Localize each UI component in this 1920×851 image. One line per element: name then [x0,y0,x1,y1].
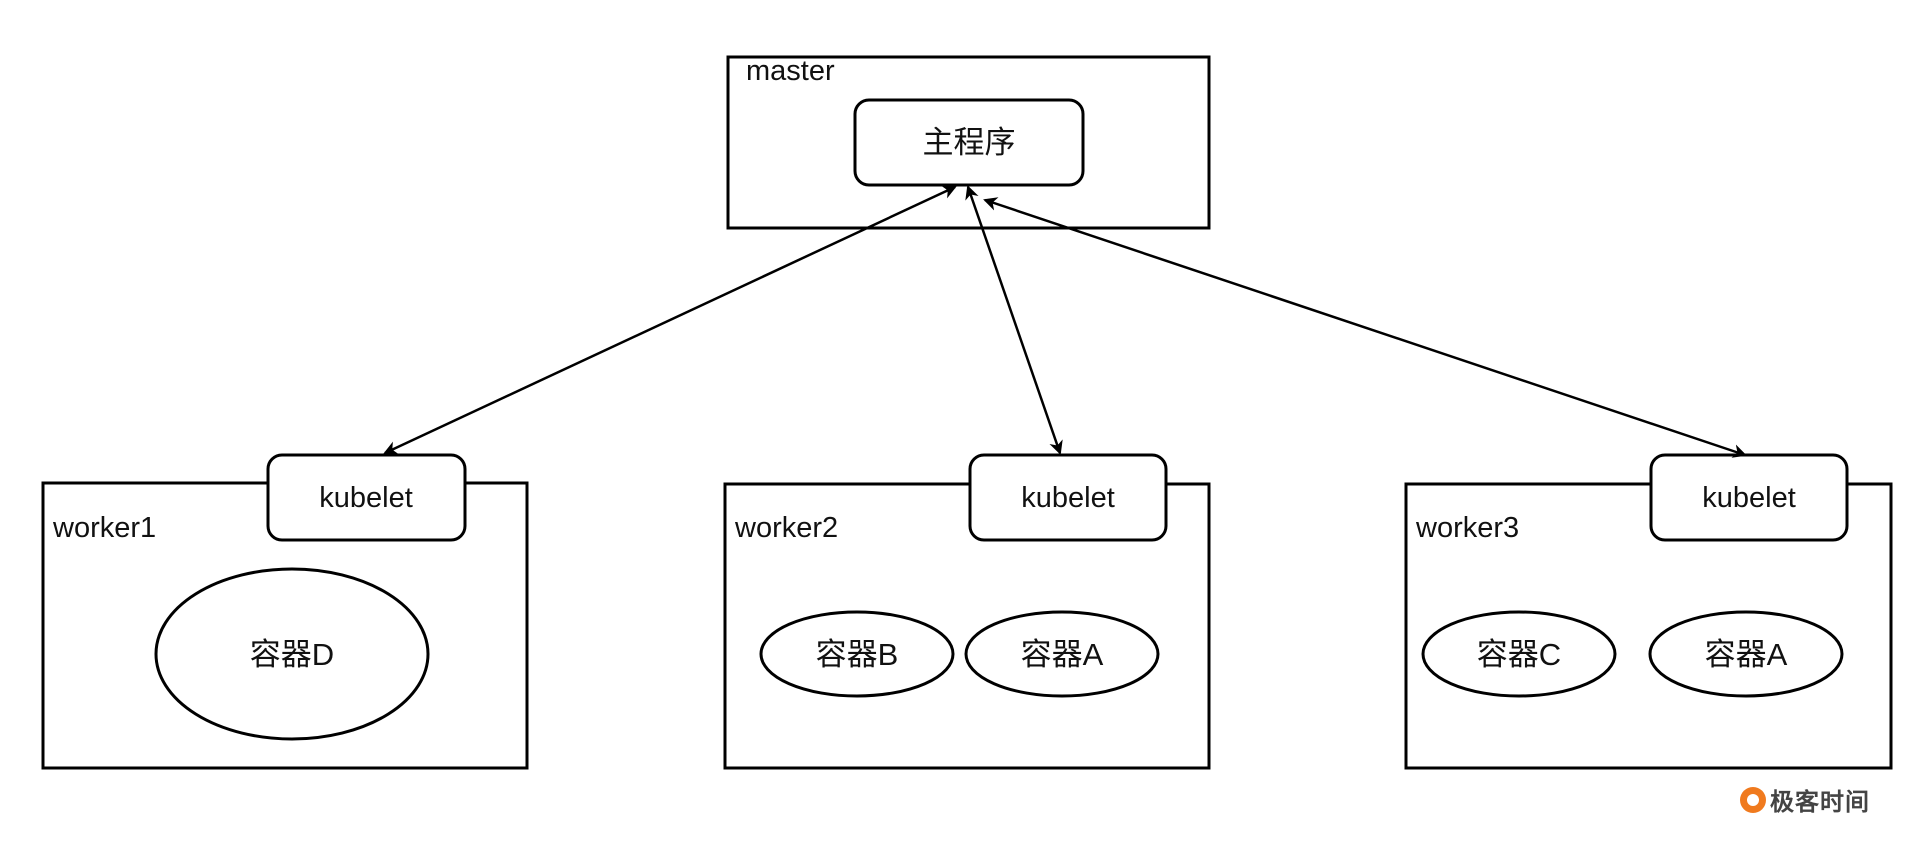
master-node: master 主程序 [726,55,1211,230]
watermark-logo: 极客时间 [1740,782,1870,817]
container-c-label: 容器C [1477,637,1561,672]
worker1-kubelet-label: kubelet [319,482,413,514]
worker2-label: worker2 [734,512,838,544]
container-a-worker2-label: 容器A [1021,637,1104,672]
worker-node-2: worker2 kubelet 容器B 容器A [723,453,1211,770]
worker2-kubelet-label: kubelet [1021,482,1115,514]
worker3-kubelet-box [1649,453,1849,542]
worker-node-1: worker1 kubelet 容器D [41,453,529,770]
main-program-label: 主程序 [923,125,1016,160]
container-d-label: 容器D [250,637,334,672]
main-program-box [853,98,1085,187]
container-d [154,567,430,741]
container-b-label: 容器B [816,637,899,672]
geektime-logo-icon [1740,786,1766,813]
master-label: master [746,55,835,87]
container-a-worker3-label: 容器A [1705,637,1788,672]
worker-node-3: worker3 kubelet 容器C 容器A [1404,453,1893,770]
connection-master-worker1 [383,185,957,455]
worker3-kubelet-label: kubelet [1702,482,1796,514]
worker1-kubelet-box [266,453,467,542]
container-a-worker3 [1648,610,1844,698]
container-b [759,610,955,698]
connection-master-worker3 [983,197,1747,458]
container-c [1421,610,1617,698]
watermark-text: 极客时间 [1770,789,1870,816]
worker1-label: worker1 [52,512,156,544]
container-a-worker2 [964,610,1160,698]
worker3-label: worker3 [1415,512,1519,544]
